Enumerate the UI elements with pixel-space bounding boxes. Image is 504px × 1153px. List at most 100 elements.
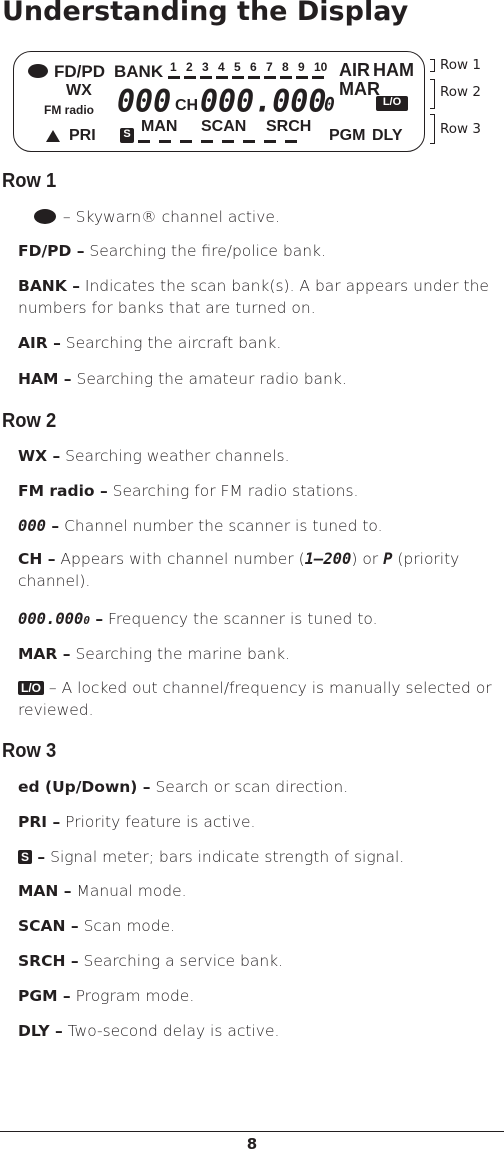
- legend-term: SCAN –: [18, 917, 79, 935]
- legend-description: Search or scan direction.: [150, 778, 349, 796]
- legend-description: Two-second delay is active.: [62, 1022, 280, 1040]
- page-number: 8: [246, 1135, 258, 1153]
- legend-entry: PGM – Program mode.: [18, 985, 502, 1007]
- legend-description: ) or: [351, 550, 384, 568]
- lock-out-badge: L/O: [376, 96, 408, 111]
- bank-bar: [296, 76, 308, 79]
- legend-description: Scan mode.: [78, 917, 176, 935]
- page-title: Understanding the Display: [2, 0, 409, 27]
- bank-bar: [232, 76, 244, 79]
- bank-bar: [200, 76, 212, 79]
- legend-term: –: [89, 610, 104, 628]
- signal-bar: [180, 140, 192, 143]
- bank-number-1: 1: [170, 60, 177, 74]
- up-down-icon: [46, 130, 60, 142]
- legend-entry: BANK – Indicates the scan bank(s). A bar…: [18, 275, 502, 319]
- signal-bar: [264, 140, 276, 143]
- legend-term: MAR –: [18, 645, 71, 663]
- legend-term: BANK –: [18, 277, 80, 295]
- legend-entry: SCAN – Scan mode.: [18, 915, 502, 937]
- legend-entry: CH – Appears with channel number (1–200)…: [18, 548, 502, 592]
- row-heading: Row 2: [2, 410, 57, 432]
- legend-description: – Skywarn® channel active.: [58, 208, 280, 226]
- bank-bar: [216, 76, 228, 79]
- legend-entry: L/O – A locked out channel/frequency is …: [18, 677, 502, 721]
- legend-entry: DLY – Two-second delay is active.: [18, 1020, 502, 1042]
- legend-term: PGM –: [18, 987, 71, 1005]
- lcd-channel-digits: 000: [117, 83, 172, 120]
- row-heading: Row 1: [2, 170, 57, 192]
- signal-bar: [138, 140, 150, 143]
- legend-description: Manual mode.: [71, 882, 187, 900]
- signal-badge: S: [18, 850, 33, 864]
- bank-number-3: 3: [202, 60, 209, 74]
- legend-entry: MAR – Searching the marine bank.: [18, 643, 502, 665]
- bank-bar: [264, 76, 276, 79]
- lock-out-badge: L/O: [18, 681, 44, 695]
- lcd-srch: SRCH: [266, 118, 312, 135]
- bank-bar: [184, 76, 196, 79]
- bank-number-2: 2: [186, 60, 193, 74]
- row3-callout: Row 3: [440, 121, 481, 137]
- legend-term: FD/PD –: [18, 242, 85, 260]
- lcd-freq-digits: 000.000: [200, 83, 327, 120]
- legend-term: –: [46, 517, 60, 535]
- legend-term: –: [32, 848, 46, 866]
- skywarn-icon: [34, 209, 56, 224]
- row1-callout: Row 1: [440, 57, 481, 73]
- legend-entry: – Skywarn® channel active.: [18, 206, 502, 228]
- row2-bracket: [430, 79, 435, 109]
- legend-entry: 000.0000 – Frequency the scanner is tune…: [18, 608, 502, 632]
- legend-description: Priority feature is active.: [60, 813, 256, 831]
- legend-description: Searching the aircraft bank.: [60, 334, 282, 352]
- bank-number-9: 9: [298, 60, 305, 74]
- legend-entry: S – Signal meter; bars indicate strength…: [18, 846, 502, 868]
- lcd-scan: SCAN: [201, 118, 247, 135]
- legend-description: Searching the amateur radio bank.: [71, 370, 347, 388]
- legend-description: Searching weather channels.: [60, 447, 290, 465]
- bank-bar: [168, 76, 180, 79]
- lcd-dly: DLY: [372, 127, 403, 144]
- legend-entry: SRCH – Searching a service bank.: [18, 950, 502, 972]
- lcd-air: AIR: [339, 60, 370, 80]
- signal-bar: [243, 140, 255, 143]
- segment-digits: P: [383, 550, 393, 568]
- signal-bar: [285, 140, 297, 143]
- lcd-bank: BANK: [114, 62, 164, 81]
- legend-description: Searching a service bank.: [78, 952, 284, 970]
- legend-term: WX –: [18, 447, 61, 465]
- legend-entry: FD/PD – Searching the fire/police bank.: [18, 240, 502, 262]
- row1-bracket: [430, 59, 435, 72]
- legend-description: Searching the fire/police bank.: [84, 242, 326, 260]
- row2-callout: Row 2: [440, 84, 481, 100]
- legend-description: Indicates the scan bank(s). A bar appear…: [18, 277, 489, 317]
- skywarn-icon: [28, 64, 48, 78]
- lcd-pri: PRI: [69, 127, 96, 144]
- legend-entry: MAN – Manual mode.: [18, 880, 502, 902]
- legend-term: HAM –: [18, 370, 72, 388]
- legend-term: PRI –: [18, 813, 61, 831]
- row3-bracket: [430, 114, 435, 144]
- legend-term: AIR –: [18, 334, 61, 352]
- lcd-wx: WX: [66, 82, 92, 99]
- segment-digits-small: 0: [83, 614, 90, 627]
- signal-bar: [159, 140, 171, 143]
- legend-term: DLY –: [18, 1022, 63, 1040]
- legend-description: Frequency the scanner is tuned to.: [103, 610, 378, 628]
- lcd-ch: CH: [175, 97, 199, 114]
- lcd-man: MAN: [141, 118, 178, 135]
- segment-digits: 000: [18, 517, 46, 535]
- legend-description: (priority channel).: [18, 550, 460, 590]
- legend-description: Searching for FM radio stations.: [107, 482, 359, 500]
- bank-number-10: 10: [314, 60, 328, 74]
- legend-entry: HAM – Searching the amateur radio bank.: [18, 368, 502, 390]
- legend-description: Searching the marine bank.: [70, 645, 291, 663]
- legend-term: ed (Up/Down) –: [18, 778, 151, 796]
- bank-bar: [248, 76, 260, 79]
- lcd-mar: MAR: [339, 79, 380, 99]
- lcd-ham: HAM: [373, 60, 414, 80]
- lcd-fm-radio: FM radio: [44, 103, 94, 117]
- legend-entry: PRI – Priority feature is active.: [18, 811, 502, 833]
- legend-term: MAN –: [18, 882, 72, 900]
